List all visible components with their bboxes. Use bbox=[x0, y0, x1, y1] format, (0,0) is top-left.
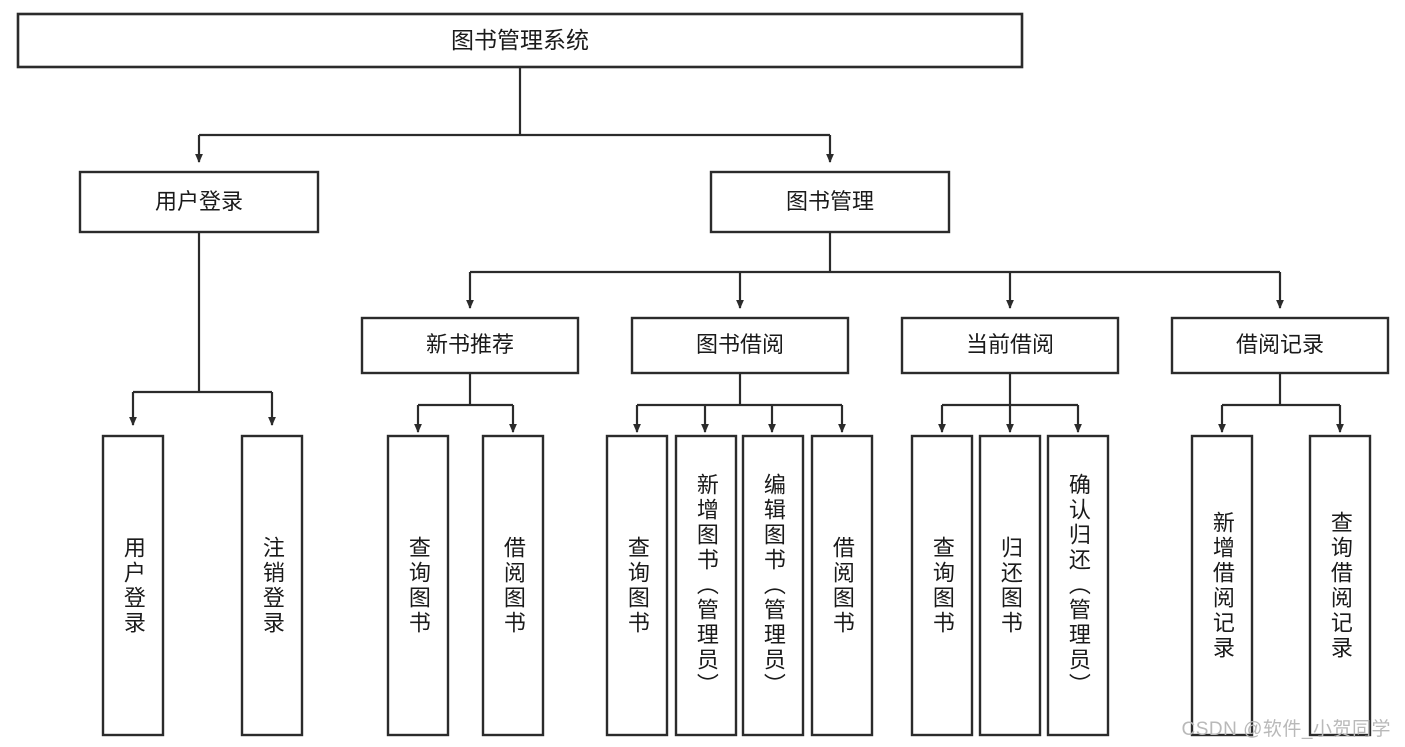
leaf-current-borrow-1-label: 查询图书 bbox=[929, 535, 955, 636]
leaf-user-login-2-label: 注销登录 bbox=[259, 535, 285, 636]
leaf-user-login-2[interactable]: 注销登录 bbox=[240, 434, 304, 737]
node-new-book-recommend-box[interactable] bbox=[360, 316, 580, 375]
connector-group-current-borrow bbox=[938, 373, 1082, 433]
leaf-book-borrow-3-box[interactable] bbox=[741, 434, 805, 737]
node-user-login-box[interactable] bbox=[78, 170, 320, 234]
node-book-manage-label: 图书管理 bbox=[786, 189, 874, 214]
leaf-borrow-records-1[interactable]: 新增借阅记录 bbox=[1190, 434, 1254, 737]
connector-group-new-book bbox=[414, 373, 517, 433]
leaf-borrow-records-1-label: 新增借阅记录 bbox=[1209, 510, 1235, 661]
node-book-manage-box[interactable] bbox=[709, 170, 951, 234]
leaf-book-borrow-2[interactable]: 新增图书（管理员） bbox=[674, 434, 738, 737]
leaf-current-borrow-2-box[interactable] bbox=[978, 434, 1042, 737]
leaf-new-book-1[interactable]: 查询图书 bbox=[386, 434, 450, 737]
leaf-current-borrow-1[interactable]: 查询图书 bbox=[910, 434, 974, 737]
leaf-new-book-2[interactable]: 借阅图书 bbox=[481, 434, 545, 737]
leaf-new-book-1-label: 查询图书 bbox=[405, 535, 431, 636]
node-new-book-recommend[interactable]: 新书推荐 bbox=[360, 316, 580, 375]
node-book-borrow[interactable]: 图书借阅 bbox=[630, 316, 850, 375]
leaf-new-book-2-label: 借阅图书 bbox=[500, 535, 526, 636]
leaf-book-borrow-1-box[interactable] bbox=[605, 434, 669, 737]
node-root-box[interactable] bbox=[16, 12, 1024, 69]
leaf-book-borrow-2-box[interactable] bbox=[674, 434, 738, 737]
connector-group-borrow-records bbox=[1218, 373, 1344, 433]
leaf-user-login-2-box[interactable] bbox=[240, 434, 304, 737]
connector-group-book-borrow bbox=[633, 373, 846, 433]
leaf-current-borrow-2-label: 归还图书 bbox=[997, 535, 1023, 636]
leaf-book-borrow-1[interactable]: 查询图书 bbox=[605, 434, 669, 737]
node-borrow-records[interactable]: 借阅记录 bbox=[1170, 316, 1390, 375]
leaf-borrow-records-1-box[interactable] bbox=[1190, 434, 1254, 737]
leaf-current-borrow-2[interactable]: 归还图书 bbox=[978, 434, 1042, 737]
node-current-borrow-box[interactable] bbox=[900, 316, 1120, 375]
node-root[interactable]: 图书管理系统 bbox=[16, 12, 1024, 69]
leaf-current-borrow-3-label: 确认归还（管理员） bbox=[1065, 473, 1091, 698]
connector-group-user-login bbox=[129, 232, 276, 426]
leaf-current-borrow-1-box[interactable] bbox=[910, 434, 974, 737]
node-borrow-records-label: 借阅记录 bbox=[1236, 332, 1324, 357]
leaf-book-borrow-3[interactable]: 编辑图书（管理员） bbox=[741, 434, 805, 737]
leaf-borrow-records-2-label: 查询借阅记录 bbox=[1327, 510, 1353, 661]
node-book-borrow-label: 图书借阅 bbox=[696, 332, 784, 357]
node-current-borrow-label: 当前借阅 bbox=[966, 332, 1054, 357]
node-borrow-records-box[interactable] bbox=[1170, 316, 1390, 375]
node-root-label: 图书管理系统 bbox=[451, 27, 589, 53]
connector-group-root bbox=[195, 67, 834, 163]
leaf-user-login-1-box[interactable] bbox=[101, 434, 165, 737]
leaf-user-login-1[interactable]: 用户登录 bbox=[101, 434, 165, 737]
leaf-book-borrow-4[interactable]: 借阅图书 bbox=[810, 434, 874, 737]
node-user-login-label: 用户登录 bbox=[155, 189, 243, 214]
node-user-login[interactable]: 用户登录 bbox=[78, 170, 320, 234]
connector-group-book-manage bbox=[466, 232, 1284, 309]
leaf-book-borrow-4-box[interactable] bbox=[810, 434, 874, 737]
leaf-book-borrow-4-label: 借阅图书 bbox=[829, 535, 855, 636]
leaf-current-borrow-3[interactable]: 确认归还（管理员） bbox=[1046, 434, 1110, 737]
node-current-borrow[interactable]: 当前借阅 bbox=[900, 316, 1120, 375]
leaf-borrow-records-2[interactable]: 查询借阅记录 bbox=[1308, 434, 1372, 737]
leaf-borrow-records-2-box[interactable] bbox=[1308, 434, 1372, 737]
leaf-current-borrow-3-box[interactable] bbox=[1046, 434, 1110, 737]
leaf-book-borrow-3-label: 编辑图书（管理员） bbox=[760, 473, 786, 698]
leaf-new-book-2-box[interactable] bbox=[481, 434, 545, 737]
node-book-borrow-box[interactable] bbox=[630, 316, 850, 375]
leaf-user-login-1-label: 用户登录 bbox=[120, 535, 146, 636]
leaf-book-borrow-1-label: 查询图书 bbox=[624, 535, 650, 636]
leaf-new-book-1-box[interactable] bbox=[386, 434, 450, 737]
node-book-manage[interactable]: 图书管理 bbox=[709, 170, 951, 234]
node-new-book-recommend-label: 新书推荐 bbox=[426, 332, 514, 357]
leaf-book-borrow-2-label: 新增图书（管理员） bbox=[693, 473, 719, 698]
